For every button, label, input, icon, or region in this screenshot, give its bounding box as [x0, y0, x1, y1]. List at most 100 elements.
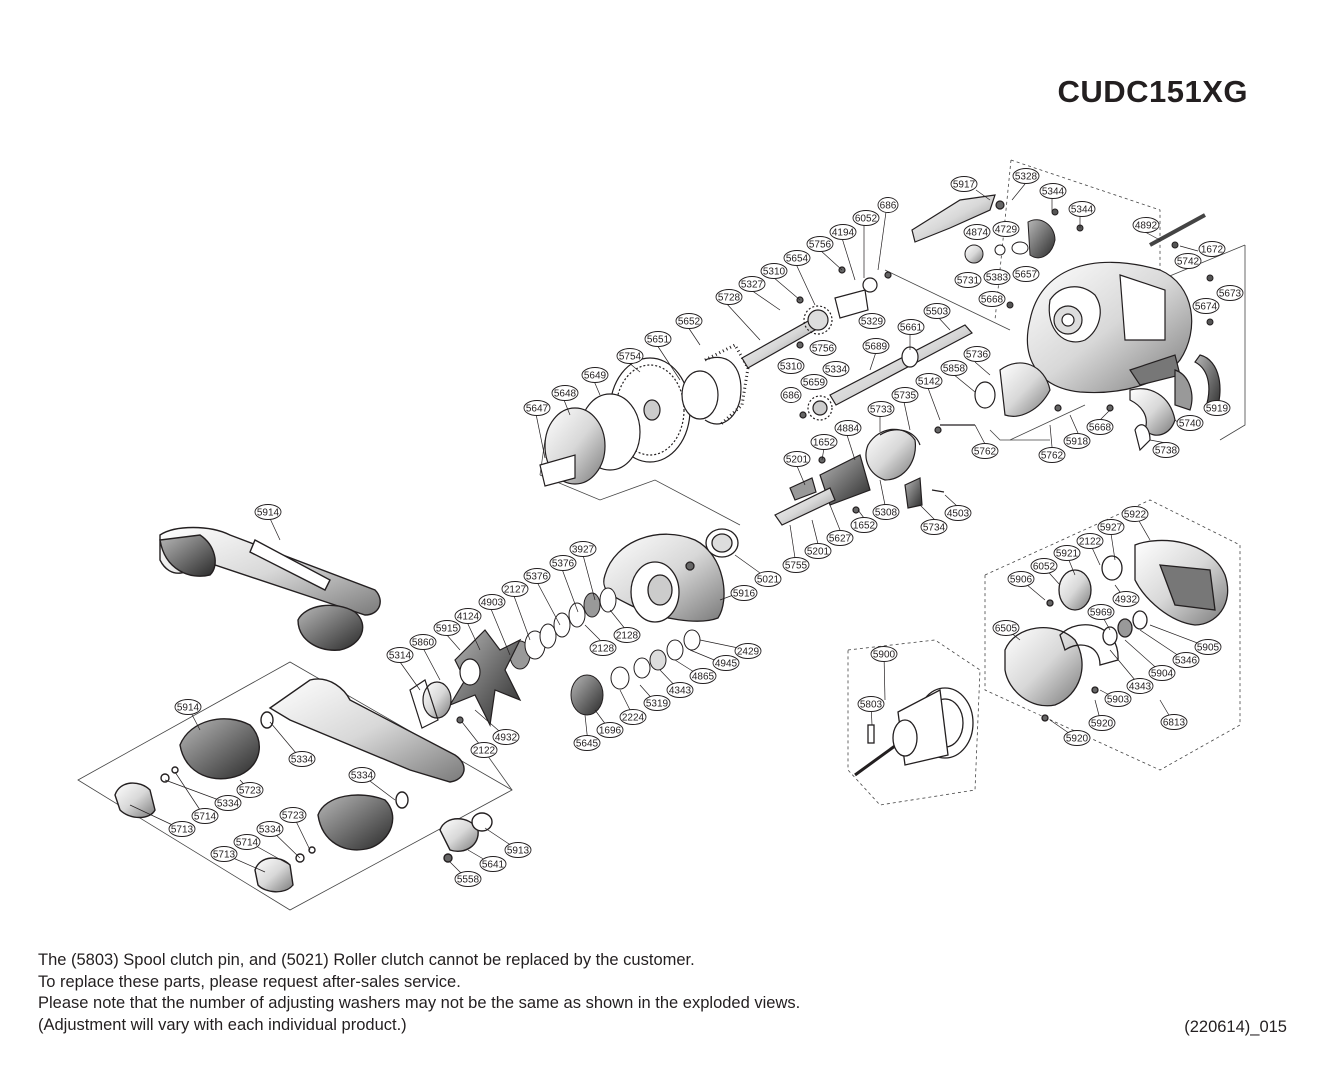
callout-bubble [1030, 558, 1058, 574]
part-number-label: 1652 [813, 438, 836, 449]
part-callout: 5689 [862, 338, 890, 354]
callout-bubble [782, 557, 810, 573]
callout-bubble [963, 346, 991, 362]
part-number-label: 5659 [803, 378, 826, 389]
part-callout: 5201 [783, 451, 811, 467]
part-callout: 5334 [214, 795, 242, 811]
part-callout: 5736 [963, 346, 991, 362]
callout-bubble [920, 519, 948, 535]
part-callout: 5904 [1148, 665, 1176, 681]
part-number-label: 4865 [692, 672, 715, 683]
part-number-label: 5740 [1179, 419, 1202, 430]
callout-bubble [1039, 183, 1067, 199]
callout-bubble [551, 385, 579, 401]
callout-bubble [826, 530, 854, 546]
part-number-label: 5713 [213, 850, 236, 861]
part-callout: 5731 [954, 272, 982, 288]
part-number-label: 5319 [646, 699, 669, 710]
note-line: To replace these parts, please request a… [38, 972, 461, 991]
callout-bubble [1088, 715, 1116, 731]
part-callout: 5668 [978, 291, 1006, 307]
callout-bubble [1216, 285, 1244, 301]
callout-bubble [783, 250, 811, 266]
part-number-label: 5919 [1206, 404, 1229, 415]
part-number-label: 4945 [715, 659, 738, 670]
part-number-label: 5308 [875, 508, 898, 519]
part-number-label: 5913 [507, 846, 530, 857]
callout-bubble [174, 699, 202, 715]
callout-bubble [954, 272, 982, 288]
callout-bubble [734, 643, 762, 659]
part-callout: 5914 [254, 504, 282, 520]
part-callout: 5742 [1174, 253, 1202, 269]
part-callout: 5648 [551, 385, 579, 401]
brake-parts [964, 208, 1214, 326]
callout-bubble [214, 795, 242, 811]
callout-bubble [644, 331, 672, 347]
part-callout: 5916 [730, 585, 758, 601]
part-number-label: 4503 [947, 509, 970, 520]
callout-bubble [738, 276, 766, 292]
part-number-label: 5310 [780, 362, 803, 373]
part-number-label: 5723 [239, 786, 262, 797]
callout-bubble [348, 767, 376, 783]
callout-bubble [478, 594, 506, 610]
part-callout: 2127 [501, 581, 529, 597]
callout-bubble [523, 400, 551, 416]
callout-bubble [810, 434, 838, 450]
callout-bubble [804, 543, 832, 559]
part-callout: 5651 [644, 331, 672, 347]
part-callout: 4729 [992, 221, 1020, 237]
part-callout: 5906 [1007, 571, 1035, 587]
part-callout: 5673 [1216, 285, 1244, 301]
frame-side-plate [1026, 261, 1193, 394]
revision-code: (220614)_015 [1184, 1018, 1287, 1036]
part-callout: 5661 [897, 319, 925, 335]
part-number-label: 5674 [1195, 302, 1218, 313]
part-number-label: 5328 [1015, 172, 1038, 183]
callout-bubble [891, 387, 919, 403]
part-number-label: 4884 [837, 424, 860, 435]
callout-bubble [596, 722, 624, 738]
part-callout: 4343 [1126, 678, 1154, 694]
part-number-label: 5927 [1100, 523, 1123, 534]
callout-bubble [1160, 714, 1188, 730]
spool [854, 687, 974, 777]
handle-upper [159, 526, 381, 651]
part-number-label: 5756 [809, 240, 832, 251]
part-number-label: 5649 [584, 371, 607, 382]
callout-bubble [569, 541, 597, 557]
part-callout: 5714 [233, 834, 261, 850]
callout-bubble [1012, 266, 1040, 282]
callout-bubble [760, 263, 788, 279]
part-callout: 5649 [581, 367, 609, 383]
part-number-label: 5651 [647, 335, 670, 346]
part-callout: 5021 [754, 571, 782, 587]
part-callout: 1696 [596, 722, 624, 738]
part-callout: 5310 [760, 263, 788, 279]
callout-bubble [236, 782, 264, 798]
part-callout: 5756 [806, 236, 834, 252]
callout-bubble [1076, 533, 1104, 549]
part-callout: 5919 [1203, 400, 1231, 416]
part-number-label: 5714 [194, 812, 217, 823]
part-number-label: 5918 [1066, 437, 1089, 448]
part-callout: 4884 [834, 420, 862, 436]
callout-bubble [616, 348, 644, 364]
part-number-label: 2128 [592, 644, 615, 655]
callout-bubble [581, 367, 609, 383]
callout-bubble [479, 856, 507, 872]
part-number-label: 5344 [1071, 205, 1094, 216]
part-callout: 2122 [1076, 533, 1104, 549]
part-number-label: 5668 [981, 295, 1004, 306]
part-callout: 6813 [1160, 714, 1188, 730]
part-callout: 5329 [858, 313, 886, 329]
callout-bubble [643, 695, 671, 711]
callout-bubble [549, 555, 577, 571]
part-number-label: 5334 [351, 771, 374, 782]
part-number-label: 4124 [457, 612, 480, 623]
callout-bubble [963, 224, 991, 240]
callout-bubble [858, 313, 886, 329]
callout-bubble [256, 821, 284, 837]
part-callout: 5914 [174, 699, 202, 715]
